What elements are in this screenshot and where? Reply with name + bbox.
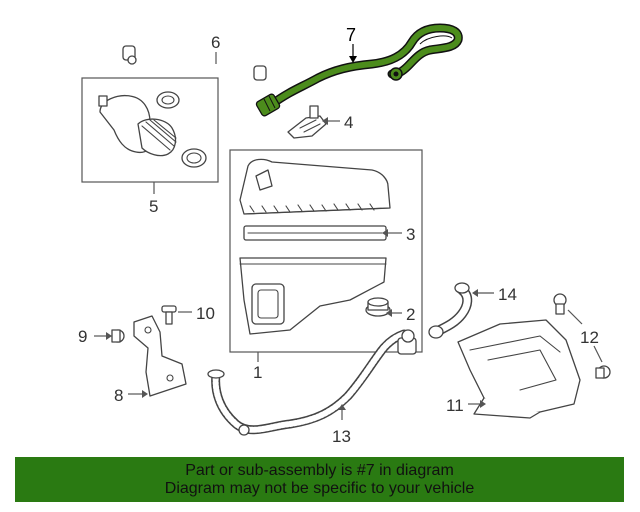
callout-label-14: 14 (498, 285, 517, 304)
callout-14: 14 (472, 285, 517, 304)
callout-label-4: 4 (344, 113, 353, 132)
callout-7: 7 (346, 25, 357, 63)
callout-4: 4 (322, 113, 353, 132)
callout-label-11: 11 (446, 396, 464, 415)
part-6-tube[interactable] (122, 28, 267, 81)
callout-9: 9 (78, 327, 112, 346)
callout-6: 6 (211, 33, 220, 64)
callout-2: 2 (386, 305, 415, 324)
callout-3: 3 (382, 225, 415, 244)
part-4-sensor[interactable] (287, 105, 327, 139)
callout-label-6: 6 (211, 33, 220, 52)
callout-label-13: 13 (332, 427, 351, 446)
part-1-air-cleaner-housing[interactable] (229, 149, 423, 353)
part-2-grommet[interactable] (365, 297, 391, 317)
part-10-bolt[interactable] (161, 305, 177, 325)
callout-11: 11 (446, 396, 486, 415)
part-14-elbow[interactable] (428, 282, 473, 339)
part-9-clip[interactable] (111, 329, 125, 343)
part-13-hose[interactable] (207, 329, 417, 436)
callout-5: 5 (149, 182, 158, 216)
part-8-bracket[interactable] (133, 315, 187, 397)
callout-8: 8 (114, 386, 148, 405)
callout-label-2: 2 (406, 305, 415, 324)
callout-label-3: 3 (406, 225, 415, 244)
part-5-intake-duct[interactable] (81, 77, 219, 183)
callout-label-7: 7 (346, 25, 356, 45)
info-banner: Part or sub-assembly is #7 in diagram Di… (15, 457, 624, 502)
banner-line-2: Diagram may not be specific to your vehi… (164, 480, 475, 497)
callout-label-10: 10 (196, 304, 215, 323)
banner-line-1: Part or sub-assembly is #7 in diagram (185, 462, 454, 479)
callout-label-9: 9 (78, 327, 87, 346)
callout-label-1: 1 (253, 363, 262, 382)
callout-label-8: 8 (114, 386, 123, 405)
part-7-hose[interactable] (255, 23, 463, 117)
callout-label-12: 12 (580, 328, 599, 347)
callout-1: 1 (253, 352, 262, 382)
callout-10: 10 (178, 304, 215, 323)
part-11-resonator[interactable] (457, 319, 581, 419)
callout-13: 13 (332, 404, 351, 446)
callout-label-5: 5 (149, 197, 158, 216)
callout-12: 12 (567, 309, 603, 363)
part-12-fasteners[interactable] (553, 293, 611, 379)
